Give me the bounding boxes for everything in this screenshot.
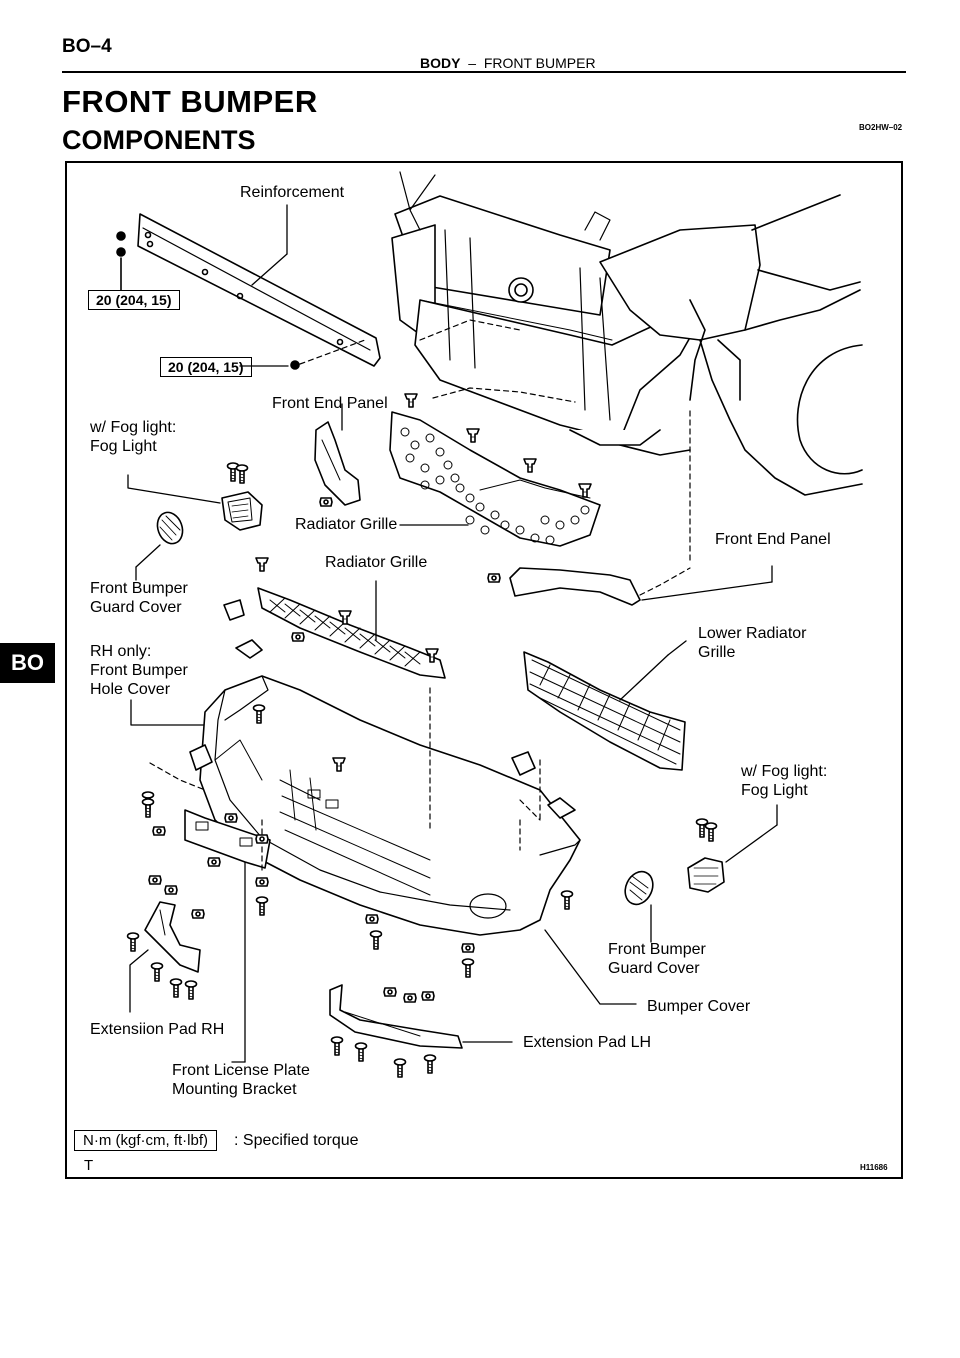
label-lower-radiator-grille-line2: Grille bbox=[698, 644, 736, 661]
page-code: BO–4 bbox=[62, 36, 112, 57]
label-guard-cover-right-line2: Guard Cover bbox=[608, 960, 700, 977]
label-radiator-grille-lower: Radiator Grille bbox=[325, 554, 428, 571]
running-head-subsection: FRONT BUMPER bbox=[483, 55, 596, 71]
label-front-end-panel-right: Front End Panel bbox=[715, 531, 831, 548]
section-tab[interactable]: BO bbox=[0, 643, 55, 683]
label-extension-pad-lh: Extension Pad LH bbox=[523, 1034, 652, 1051]
radiator-grille-upper-part bbox=[389, 411, 601, 547]
fog-light-left-part bbox=[221, 491, 263, 531]
label-license-bracket-line2: Mounting Bracket bbox=[172, 1081, 297, 1098]
extension-pad-lh-part bbox=[329, 984, 463, 1049]
right-bracket bbox=[511, 751, 576, 819]
document-id: BO2HW–02 bbox=[859, 123, 903, 132]
label-front-end-panel-top: Front End Panel bbox=[272, 395, 388, 412]
label-fog-light-left: Fog Light bbox=[90, 438, 157, 455]
extension-pad-rh-part bbox=[144, 901, 201, 973]
label-fog-light-right: Fog Light bbox=[741, 782, 808, 799]
guard-cover-right-part bbox=[624, 870, 654, 906]
running-head-section: BODY bbox=[420, 55, 461, 71]
label-fog-light-right-condition: w/ Fog light: bbox=[741, 763, 828, 780]
fog-light-right-part bbox=[687, 857, 725, 893]
torque-spec-lower: 20 (204, 15) bbox=[160, 357, 252, 377]
legend-description: : Specified torque bbox=[234, 1132, 359, 1149]
label-guard-cover-left-line1: Front Bumper bbox=[90, 580, 188, 597]
radiator-grille-part bbox=[257, 587, 446, 679]
label-lower-radiator-grille-line1: Lower Radiator bbox=[698, 625, 807, 642]
running-head: BODY – FRONT BUMPER bbox=[420, 55, 596, 71]
lower-radiator-grille-part bbox=[523, 651, 686, 771]
license-bracket-part bbox=[184, 809, 271, 869]
label-hole-cover-condition: RH only: bbox=[90, 643, 152, 660]
guard-cover-left-part bbox=[156, 511, 184, 545]
running-head-separator: – bbox=[468, 55, 477, 71]
front-end-panel-bracket bbox=[314, 421, 361, 506]
diagram-frame bbox=[65, 161, 903, 1179]
legend-torque-unit: N·m (kgf·cm, ft·lbf) bbox=[74, 1130, 217, 1151]
torque-spec-upper: 20 (204, 15) bbox=[88, 290, 180, 310]
front-end-panel-part bbox=[391, 171, 701, 456]
label-fog-light-left-condition: w/ Fog light: bbox=[90, 419, 177, 436]
fender-part bbox=[599, 194, 863, 496]
label-bumper-cover: Bumper Cover bbox=[647, 998, 751, 1015]
clip-bracket bbox=[223, 599, 263, 659]
page-subtitle: COMPONENTS bbox=[62, 125, 256, 155]
figure-id: H11686 bbox=[860, 1163, 888, 1172]
label-reinforcement: Reinforcement bbox=[240, 184, 345, 201]
label-radiator-grille-upper: Radiator Grille bbox=[295, 516, 398, 533]
header-rule bbox=[62, 71, 906, 73]
label-guard-cover-left-line2: Guard Cover bbox=[90, 599, 182, 616]
hole-cover-part bbox=[189, 744, 213, 771]
label-hole-cover-line1: Front Bumper bbox=[90, 662, 188, 679]
corner-mark: T bbox=[84, 1157, 94, 1174]
label-guard-cover-right-line1: Front Bumper bbox=[608, 941, 706, 958]
front-end-panel-side-part bbox=[509, 567, 641, 606]
page-title: FRONT BUMPER bbox=[62, 84, 318, 119]
label-license-bracket-line1: Front License Plate bbox=[172, 1062, 310, 1079]
reinforcement-part bbox=[116, 213, 381, 367]
label-extension-pad-rh: Extensiion Pad RH bbox=[90, 1021, 225, 1038]
label-hole-cover-line2: Hole Cover bbox=[90, 681, 171, 698]
